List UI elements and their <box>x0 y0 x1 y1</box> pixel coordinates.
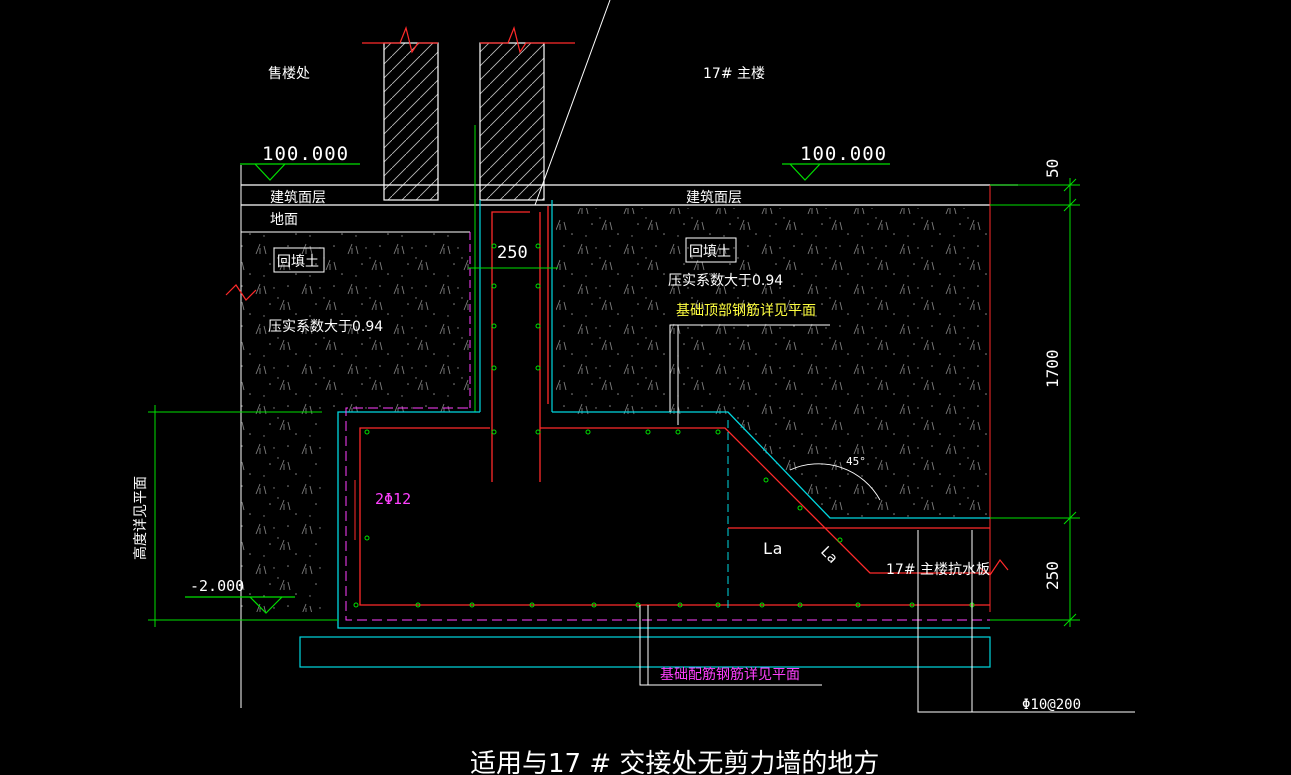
foundation-magenta-dash <box>345 407 990 621</box>
wall-break-line-left <box>362 26 438 54</box>
wall-break-line-right <box>480 26 575 54</box>
floor-layer-right-label: 建筑面层 <box>686 190 742 206</box>
right-dimensions <box>990 178 1080 627</box>
elev-left-value: 100.000 <box>262 143 349 165</box>
wall-width-value: 250 <box>497 243 528 263</box>
rebar-dot <box>645 429 651 435</box>
rebar-dot <box>535 365 541 371</box>
rebar-dot <box>837 537 843 543</box>
backfill-box-left <box>273 247 325 273</box>
rebar-dot <box>585 429 591 435</box>
rebar-dot <box>675 429 681 435</box>
elev-marker-left <box>240 163 360 181</box>
left-dimension <box>148 405 338 627</box>
backfill-box-right <box>685 237 737 263</box>
column-rebar-left <box>491 211 530 482</box>
rebar-dot <box>677 602 683 608</box>
rebar-dot <box>364 535 370 541</box>
floor-layer-left-label: 建筑面层 <box>270 190 326 206</box>
elev-neg-value: -2.000 <box>190 577 244 595</box>
foundation-cyan-outline <box>337 411 990 629</box>
rebar-dot <box>855 602 861 608</box>
rebar-dot <box>763 477 769 483</box>
rebar-dot <box>491 283 497 289</box>
drawing-caption: 适用与17 # 交接处无剪力墙的地方 <box>470 749 879 775</box>
rebar-dot <box>535 243 541 249</box>
rebar-dot <box>491 243 497 249</box>
ground-left-label: 地面 <box>270 212 298 228</box>
elev-marker-neg <box>185 596 295 614</box>
bottom-note-leader <box>639 605 822 686</box>
sales-office-label: 售楼处 <box>268 66 310 82</box>
rebar-dot <box>535 283 541 289</box>
compaction-right-label: 压实系数大于0.94 <box>668 273 783 289</box>
dim-50-value: 50 <box>1043 159 1062 178</box>
main-building-label: 17# 主楼 <box>703 66 765 82</box>
rebar-dot <box>797 602 803 608</box>
rebar-dot <box>591 602 597 608</box>
leader-line <box>534 0 611 206</box>
dim-250-value: 250 <box>1043 561 1062 590</box>
rebar-dot <box>491 365 497 371</box>
compaction-left-label: 压实系数大于0.94 <box>268 319 383 335</box>
bottom-rebar-note: 基础配筋钢筋详见平面 <box>660 666 800 683</box>
soil-left <box>241 232 470 612</box>
rebar-dot <box>797 505 803 511</box>
rebar-dot <box>364 429 370 435</box>
angle-label: 45° <box>846 455 866 468</box>
right-break-mark <box>979 558 1009 576</box>
la-horizontal-label: La <box>763 539 782 558</box>
stirrup-label: Φ10@200 <box>1022 697 1081 713</box>
rebar-dot <box>491 323 497 329</box>
rebar-dot <box>353 602 359 608</box>
rebar-dot <box>715 602 721 608</box>
elev-right-value: 100.000 <box>800 143 887 165</box>
dim-1700-value: 1700 <box>1043 349 1062 388</box>
rebar-dot <box>491 429 497 435</box>
raft-label: 17# 主楼抗水板 <box>886 562 990 578</box>
rebar-dot <box>535 323 541 329</box>
rebar-dot <box>469 602 475 608</box>
rebar-dot <box>759 602 765 608</box>
top-note-leader <box>669 324 830 425</box>
rebar-dots <box>353 243 975 608</box>
stirrup-leader <box>917 530 1135 713</box>
rebar-dot <box>529 602 535 608</box>
backfill-right-label: 回填土 <box>689 244 731 260</box>
rebar-dot <box>909 602 915 608</box>
angle-arc <box>789 463 881 501</box>
sales-office-wall <box>383 42 439 201</box>
foundation-red-rebar <box>359 427 990 606</box>
soil-right <box>556 208 990 518</box>
top-rebar-note: 基础顶部钢筋详见平面 <box>676 302 816 319</box>
la-diagonal-label: La <box>817 544 840 567</box>
rebar-dot <box>535 429 541 435</box>
left-break-mark <box>225 284 257 301</box>
column-rebar-right <box>539 206 549 482</box>
elev-marker-right <box>782 163 890 181</box>
rebar-2phi12-label: 2Φ12 <box>375 490 411 508</box>
rebar-dot <box>715 429 721 435</box>
backfill-left-label: 回填土 <box>277 254 319 270</box>
elev-vertical-label: 高度详见平面 <box>132 476 149 560</box>
base-cushion <box>299 636 991 668</box>
rebar-dot <box>415 602 421 608</box>
main-building-wall <box>479 42 545 201</box>
